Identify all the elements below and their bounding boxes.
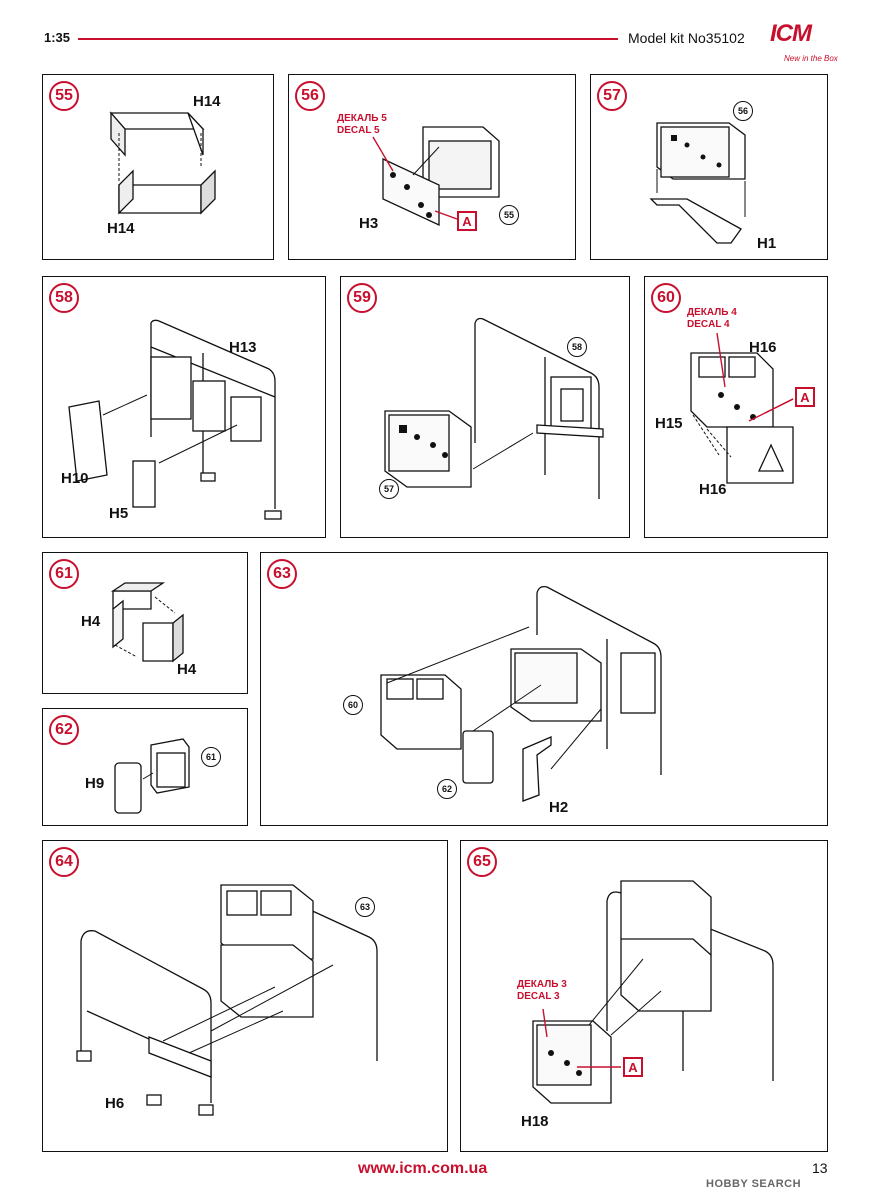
- header-rule: [78, 38, 618, 40]
- page-number: 13: [812, 1160, 828, 1176]
- step-60-illustration: [690, 332, 794, 484]
- marker-a: A: [457, 211, 477, 231]
- step-59-illustration: [384, 317, 604, 499]
- step-number: 64: [49, 847, 79, 877]
- marker-a: A: [623, 1057, 643, 1077]
- reference-circle: 61: [201, 747, 221, 767]
- part-label: H16: [699, 481, 727, 498]
- part-label: H5: [109, 505, 129, 522]
- step-number: 63: [267, 559, 297, 589]
- part-label: H10: [61, 470, 89, 487]
- reference-circle: 57: [379, 479, 399, 499]
- reference-circle: 60: [343, 695, 363, 715]
- reference-circle: 55: [499, 205, 519, 225]
- part-label: H6: [105, 1095, 125, 1112]
- reference-circle: 58: [567, 337, 587, 357]
- decal-label: ДЕКАЛЬ 4 DECAL 4: [687, 307, 737, 331]
- decal-label: ДЕКАЛЬ 5 DECAL 5: [337, 113, 387, 137]
- part-label: H16: [749, 339, 777, 356]
- decal-label-ru: ДЕКАЛЬ 5: [337, 113, 387, 124]
- scale-label: 1:35: [44, 30, 71, 45]
- decal-label-en: DECAL 4: [687, 319, 730, 330]
- step-65-panel: 65 ДЕКАЛЬ 3 DECAL 3 H18 A: [460, 840, 828, 1152]
- kit-number: Model kit No35102: [628, 30, 745, 46]
- part-label: H4: [81, 613, 101, 630]
- step-57-illustration: [649, 122, 746, 244]
- step-55-illustration: [109, 111, 216, 215]
- step-64-illustration: [76, 884, 378, 1116]
- part-label: H3: [359, 215, 379, 232]
- logo-tagline: New in the Box: [784, 54, 838, 63]
- step-number: 58: [49, 283, 79, 313]
- part-label: H9: [85, 775, 105, 792]
- step-number: 55: [49, 81, 79, 111]
- reference-circle: 56: [733, 101, 753, 121]
- step-60-panel: 60 ДЕКАЛЬ 4 DECAL 4 H16 H15 H16 A: [644, 276, 828, 538]
- part-label: H2: [549, 799, 569, 816]
- step-number: 60: [651, 283, 681, 313]
- icm-logo: ICM New in the Box: [770, 20, 840, 68]
- step-55-panel: 55 H14 H14: [42, 74, 274, 260]
- marker-a: A: [795, 387, 815, 407]
- step-58-illustration: [68, 319, 282, 520]
- step-57-panel: 57 56 H1: [590, 74, 828, 260]
- reference-circle: 63: [355, 897, 375, 917]
- step-number: 56: [295, 81, 325, 111]
- step-62-illustration: [114, 738, 190, 814]
- step-62-panel: 62 61 H9: [42, 708, 248, 826]
- step-59-panel: 59 58 57: [340, 276, 630, 538]
- step-56-panel: 56 ДЕКАЛЬ 5 DECAL 5 H3 55 A: [288, 74, 576, 260]
- part-label: H14: [107, 220, 135, 237]
- decal-label-ru: ДЕКАЛЬ 4: [687, 307, 737, 318]
- part-label: H1: [757, 235, 777, 252]
- watermark: HOBBY SEARCH: [706, 1178, 802, 1190]
- step-56-illustration: [372, 126, 500, 227]
- step-number: 65: [467, 847, 497, 877]
- decal-label-en: DECAL 5: [337, 125, 380, 136]
- logo-brand: ICM: [770, 20, 812, 47]
- part-label: H18: [521, 1113, 549, 1130]
- decal-label: ДЕКАЛЬ 3 DECAL 3: [517, 979, 567, 1003]
- step-61-panel: 61 H4 H4: [42, 552, 248, 694]
- step-64-panel: 64 63 H6: [42, 840, 448, 1152]
- part-label: H4: [177, 661, 197, 678]
- reference-circle: 62: [437, 779, 457, 799]
- step-63-panel: 63 60 62 H2: [260, 552, 828, 826]
- part-label: H14: [193, 93, 221, 110]
- part-label: H13: [229, 339, 257, 356]
- part-label: H15: [655, 415, 683, 432]
- step-61-illustration: [110, 582, 184, 663]
- step-58-panel: 58 H13 H10 H5: [42, 276, 326, 538]
- decal-label-ru: ДЕКАЛЬ 3: [517, 979, 567, 990]
- step-number: 61: [49, 559, 79, 589]
- step-number: 62: [49, 715, 79, 745]
- step-number: 59: [347, 283, 377, 313]
- step-number: 57: [597, 81, 627, 111]
- footer-url[interactable]: www.icm.com.ua: [358, 1160, 488, 1177]
- step-63-illustration: [380, 585, 662, 802]
- step-65-illustration: [532, 880, 774, 1104]
- decal-label-en: DECAL 3: [517, 991, 560, 1002]
